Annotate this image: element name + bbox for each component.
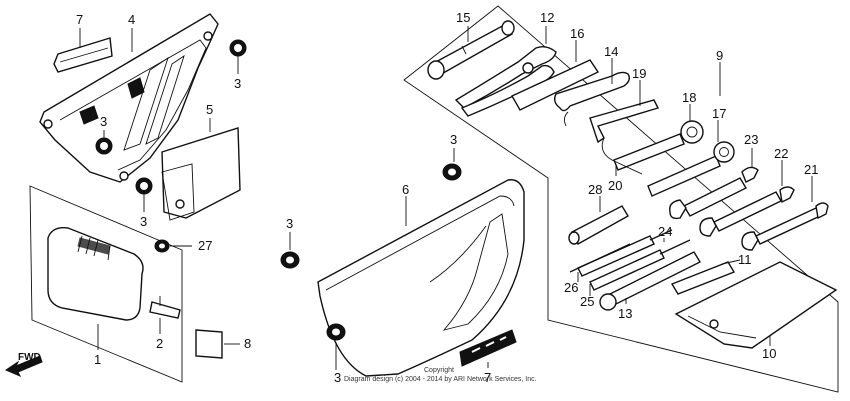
callout-27: 27 <box>198 238 212 253</box>
callout-14: 14 <box>604 44 618 59</box>
side-cover-right[interactable] <box>317 179 525 377</box>
bracket-2[interactable] <box>149 301 181 319</box>
grommet-3e[interactable] <box>280 251 300 269</box>
screwdriver-24[interactable] <box>577 229 673 277</box>
pliers-12[interactable] <box>454 45 557 117</box>
battery-box-1[interactable] <box>47 227 144 321</box>
socket-wrench-15[interactable] <box>427 20 515 80</box>
callout-25: 25 <box>580 294 594 309</box>
callout-21: 21 <box>804 162 818 177</box>
grommet-3b[interactable] <box>95 137 113 155</box>
hex-key-19[interactable] <box>589 99 659 144</box>
side-cover-emblem-lower <box>79 105 99 125</box>
callout-17: 17 <box>712 106 726 121</box>
grommet-3f[interactable] <box>326 323 346 341</box>
side-cover-emblem-upper <box>127 77 145 99</box>
callout-3-a: 3 <box>234 76 241 91</box>
spanner-17[interactable] <box>647 141 735 197</box>
callout-8: 8 <box>244 336 251 351</box>
callout-4: 4 <box>128 12 135 27</box>
callout-1: 1 <box>94 352 101 367</box>
callout-3-f: 3 <box>334 370 341 385</box>
tool-case-16[interactable] <box>511 59 600 111</box>
emblem-7-lower[interactable] <box>459 329 517 367</box>
callout-3-e: 3 <box>286 216 293 231</box>
fwd-label: FWD <box>18 352 41 363</box>
nut-27[interactable] <box>154 239 170 253</box>
leader-lines <box>79 26 813 370</box>
tool-bag-5[interactable] <box>161 127 241 221</box>
callout-12: 12 <box>540 10 554 25</box>
side-cover-right-assembly <box>317 179 525 377</box>
callout-28: 28 <box>588 182 602 197</box>
callout-11: 11 <box>738 252 752 267</box>
callout-3-b: 3 <box>100 114 107 129</box>
callout-3-c: 3 <box>140 214 147 229</box>
callout-3-d: 3 <box>450 132 457 147</box>
callout-20: 20 <box>608 178 622 193</box>
callout-10: 10 <box>762 346 776 361</box>
callout-26: 26 <box>564 280 578 295</box>
callout-7-lower: 7 <box>484 370 491 385</box>
callout-2: 2 <box>156 336 163 351</box>
wrench-14[interactable] <box>553 71 631 127</box>
callout-23: 23 <box>744 132 758 147</box>
callout-19: 19 <box>632 66 646 81</box>
tool-bag-10[interactable] <box>674 261 838 349</box>
screwdriver-25[interactable] <box>589 239 691 291</box>
copyright-line-2: Diagram design (c) 2004 - 2014 by ARI Ne… <box>344 376 537 383</box>
tool-kit-outline <box>403 5 839 393</box>
callout-7-upper: 7 <box>76 12 83 27</box>
callout-13: 13 <box>618 306 632 321</box>
hex-key-20[interactable] <box>601 137 643 175</box>
callout-18: 18 <box>682 90 696 105</box>
callout-22: 22 <box>774 146 788 161</box>
fwd-arrow: FWD <box>4 352 43 377</box>
callout-numbers: 7 4 3 3 3 5 27 2 1 8 3 3 6 3 7 15 12 16 … <box>76 10 818 385</box>
handle-11[interactable] <box>670 261 736 295</box>
extension-bar-13[interactable] <box>599 251 701 311</box>
callout-16: 16 <box>570 26 584 41</box>
screwdriver-28[interactable] <box>568 205 629 245</box>
side-cover-left[interactable] <box>39 13 219 183</box>
copyright-line-1: Copyright <box>424 367 454 374</box>
box-outline <box>29 185 183 383</box>
wrench-21[interactable] <box>741 202 829 251</box>
screwdriver-26[interactable] <box>569 243 631 273</box>
callout-9: 9 <box>716 48 723 63</box>
callout-6: 6 <box>402 182 409 197</box>
wrench-22[interactable] <box>699 186 795 237</box>
grommet-3d[interactable] <box>442 163 462 181</box>
callout-15: 15 <box>456 10 470 25</box>
wrench-23[interactable] <box>669 166 759 220</box>
grommet-3a[interactable] <box>229 39 247 57</box>
side-cover-left-assembly <box>39 13 219 183</box>
grommet-3c[interactable] <box>135 177 153 195</box>
spanner-18[interactable] <box>613 120 704 171</box>
label-8[interactable] <box>195 329 223 359</box>
callout-5: 5 <box>206 102 213 117</box>
callout-24: 24 <box>658 224 672 239</box>
battery-box-assembly <box>29 185 183 383</box>
